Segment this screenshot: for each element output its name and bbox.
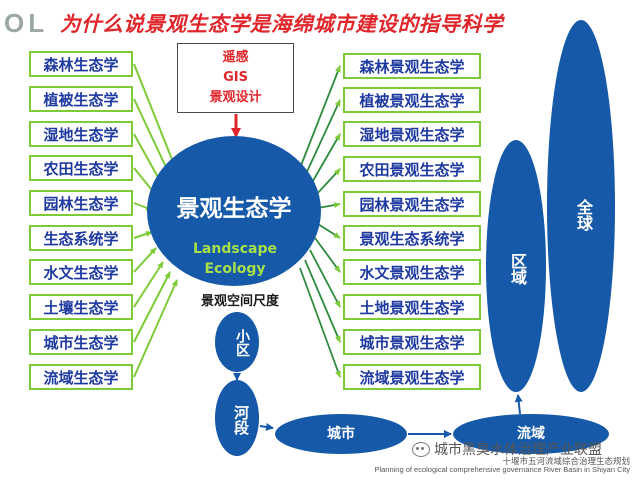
arrow-left-7 (133, 247, 157, 273)
right-item: 森林景观生态学 (343, 53, 481, 79)
arrow-right-10 (299, 267, 341, 378)
right-item: 园林景观生态学 (343, 191, 481, 217)
left-item: 湿地生态学 (29, 121, 133, 147)
tech-item-gis: GIS (223, 70, 248, 85)
ellipse-city (275, 414, 407, 454)
right-item: 湿地景观生态学 (343, 121, 481, 147)
arrow-right-8 (309, 249, 341, 308)
scale-label-region: 区域 (508, 253, 527, 285)
left-item: 水文生态学 (29, 259, 133, 285)
scale-label-city: 城市 (327, 426, 355, 442)
right-item: 土地景观生态学 (343, 294, 481, 320)
arrow-right-7 (314, 237, 341, 273)
right-item: 农田景观生态学 (343, 156, 481, 182)
arrow-basin-to-region (514, 394, 523, 415)
page-title: 为什么说景观生态学是海绵城市建设的指导科学 (60, 12, 504, 36)
arrow-left-9 (133, 271, 171, 343)
arrow-right-2 (304, 99, 341, 177)
scale-arrows (233, 373, 523, 438)
left-item: 土壤生态学 (29, 294, 133, 320)
arrow-left-8 (133, 261, 164, 308)
ellipse-river (215, 380, 259, 456)
right-item: 景观生态系统学 (343, 225, 481, 251)
footer-english: Planning of ecological comprehensive gov… (374, 465, 630, 474)
center-title: 景观生态学 (176, 196, 292, 222)
arrow-right-5 (317, 202, 341, 209)
left-item: 生态系统学 (29, 225, 133, 251)
left-item: 森林生态学 (29, 51, 133, 77)
scale-label-basin: 流域 (517, 426, 545, 442)
arrow-left-10 (133, 279, 178, 378)
center-ellipse (147, 136, 321, 286)
ellipse-global (547, 20, 615, 392)
scale-label-river: 河段 (232, 405, 250, 435)
arrow-left-6 (133, 231, 153, 239)
left-item: 流域生态学 (29, 364, 133, 390)
scale-label-small-area: 小区 (234, 329, 250, 357)
left-item: 城市生态学 (29, 329, 133, 355)
arrow-river-to-city (259, 422, 274, 431)
ellipse-region (486, 140, 546, 392)
watermark-text: 城市黑臭水体治理产业联盟 (434, 442, 602, 458)
center-caption: 景观空间尺度 (200, 294, 279, 309)
scale-label-global: 全球 (574, 199, 593, 231)
left-item: 植被生态学 (29, 86, 133, 112)
arrow-right-4 (314, 168, 341, 197)
center-english-line1: Landscape (193, 241, 277, 257)
left-arrows (133, 63, 178, 378)
arrow-right-1 (299, 65, 341, 169)
wechat-icon (412, 441, 430, 457)
left-item: 园林生态学 (29, 190, 133, 216)
logo: OL (4, 8, 49, 38)
left-item: 农田生态学 (29, 155, 133, 181)
arrow-right-6 (317, 223, 341, 239)
center-english-line2: Ecology (204, 261, 266, 277)
arrow-right-3 (309, 133, 341, 187)
ellipse-small-area (215, 312, 259, 372)
right-arrows (299, 65, 341, 378)
right-item: 水文景观生态学 (343, 259, 481, 285)
right-item: 城市景观生态学 (343, 329, 481, 355)
tech-box: 遥感 GIS 景观设计 (177, 43, 294, 113)
tech-item-remote-sensing: 遥感 (222, 50, 249, 65)
tech-item-landscape-design: 景观设计 (209, 90, 262, 105)
watermark: 城市黑臭水体治理产业联盟 (412, 440, 632, 458)
ellipse-basin (453, 414, 609, 454)
right-item: 流域景观生态学 (343, 364, 481, 390)
arrow-left-1 (133, 63, 178, 173)
arrow-right-9 (304, 259, 341, 343)
footer-chinese: 十堰市五河流域综合治理生态规划 (502, 457, 630, 467)
right-item: 植被景观生态学 (343, 87, 481, 113)
